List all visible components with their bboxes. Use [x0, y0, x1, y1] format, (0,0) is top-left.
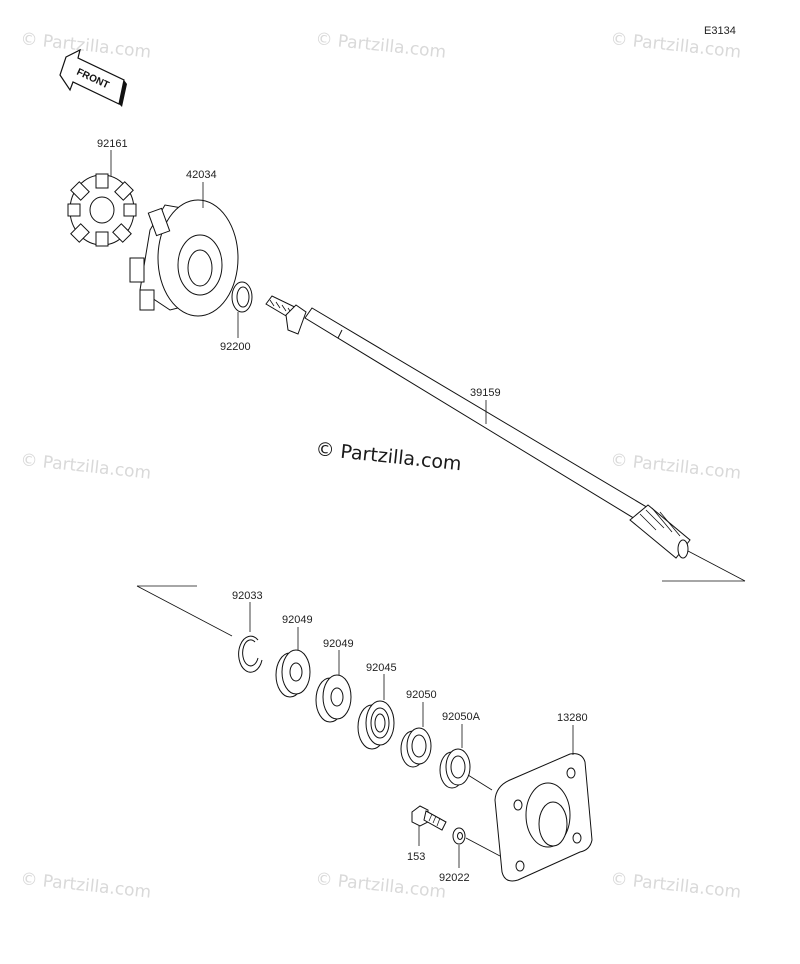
- center-watermark: © Partzilla.com: [314, 438, 462, 475]
- watermark-text: © Partzilla.com: [19, 450, 152, 484]
- part-label-coupler: 92161: [97, 138, 128, 150]
- bearing-housing-part: [494, 753, 593, 882]
- part-label-collar-a: 92049: [282, 614, 313, 626]
- part-label-oil-seal: 92050: [406, 689, 437, 701]
- part-label-bolt: 153: [407, 851, 425, 863]
- part-label-washer: 92200: [220, 341, 251, 353]
- oil-seal-a-part: [439, 748, 471, 789]
- oil-seal-part: [400, 727, 432, 768]
- impeller-coupling-part: [129, 199, 239, 317]
- washer-part: [231, 281, 253, 313]
- part-label-bearing: 92045: [366, 662, 397, 674]
- watermark-text: © Partzilla.com: [609, 869, 742, 903]
- watermark-text: © Partzilla.com: [609, 450, 742, 484]
- front-arrow-icon: FRONT: [59, 48, 127, 107]
- leader-line: [467, 774, 493, 791]
- plain-washer-part: [452, 827, 466, 845]
- bearing-part: [357, 700, 395, 750]
- watermark-text: © Partzilla.com: [19, 29, 152, 63]
- diagram-code: E3134: [704, 25, 736, 37]
- watermark-text: © Partzilla.com: [314, 29, 447, 63]
- part-label-plain-washer: 92022: [439, 872, 470, 884]
- circlip-part: [238, 635, 263, 673]
- collar-b-part: [315, 674, 352, 723]
- part-label-circlip: 92033: [232, 590, 263, 602]
- part-label-bearing-housing: 13280: [557, 712, 588, 724]
- coupler-part: [67, 173, 137, 247]
- axis-line: [687, 550, 746, 582]
- collar-a-part: [275, 649, 311, 698]
- leader-line: [465, 837, 501, 857]
- watermark-text: © Partzilla.com: [314, 869, 447, 903]
- part-label-oil-seal-a: 92050A: [442, 711, 481, 723]
- part-label-drive-shaft: 39159: [470, 387, 501, 399]
- watermark-text: © Partzilla.com: [19, 869, 152, 903]
- drive-shaft-part: [265, 295, 691, 559]
- part-label-impeller-coupling: 42034: [186, 169, 217, 181]
- part-label-collar-b: 92049: [323, 638, 354, 650]
- bolt-part: [411, 805, 447, 831]
- axis-line: [136, 585, 233, 637]
